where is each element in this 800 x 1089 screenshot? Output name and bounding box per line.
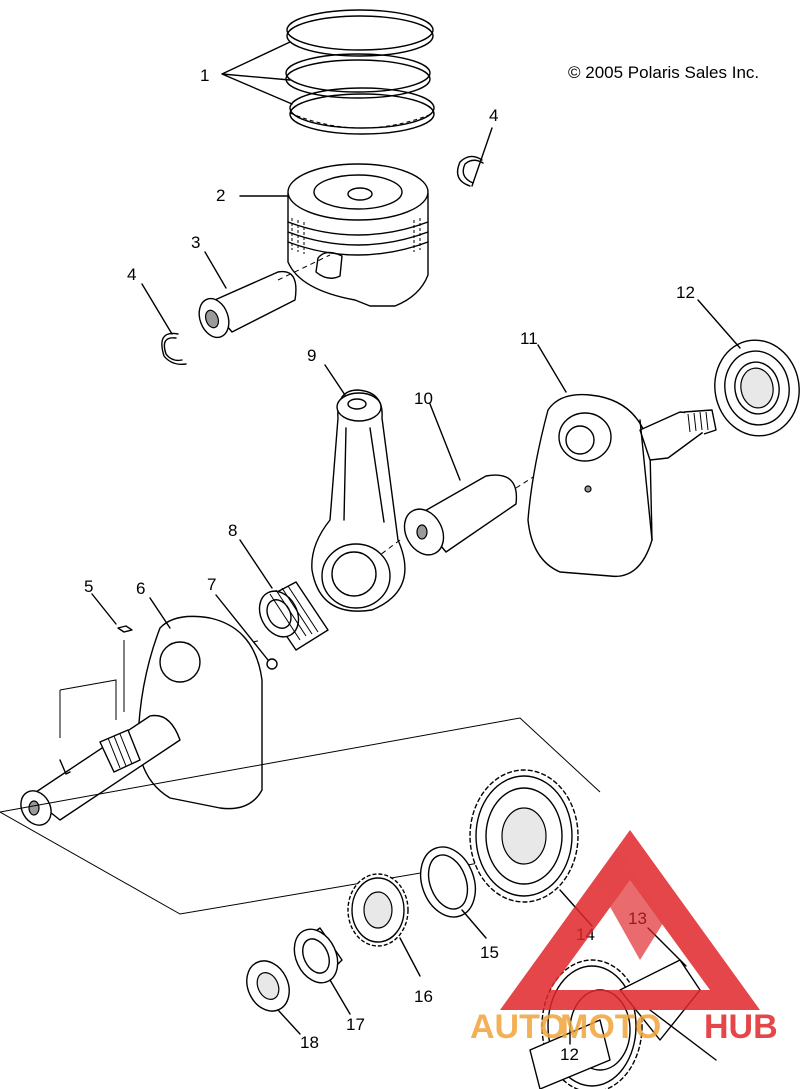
callout-4-upper: 4 (489, 106, 498, 125)
circlip-upper (456, 155, 484, 187)
slotted-collar (293, 927, 343, 984)
callout-12-upper: 12 (676, 283, 695, 302)
piston-rings (285, 9, 435, 135)
needle-bearing (258, 581, 329, 651)
callout-4-lower: 4 (127, 265, 136, 284)
circlip-lower (161, 332, 187, 366)
watermark-text-moto: MOTO (560, 1008, 661, 1046)
callout-17: 17 (346, 1015, 365, 1034)
callout-7: 7 (207, 575, 216, 594)
main-bearing (714, 339, 800, 437)
leader-5 (91, 593, 117, 625)
leader-18 (277, 1009, 301, 1035)
callout-12-lower: 12 (560, 1045, 579, 1064)
leader-8 (239, 539, 273, 589)
leader-16 (399, 937, 421, 977)
leader-3 (204, 251, 227, 289)
leader-7 (215, 594, 269, 661)
drive-gear (469, 769, 579, 903)
callout-8: 8 (228, 521, 237, 540)
ball (266, 658, 278, 670)
leader-4-lower (141, 283, 173, 335)
callout-11: 11 (520, 329, 538, 348)
thrust-washer (419, 846, 477, 918)
leader-11 (537, 344, 567, 393)
callout-9: 9 (307, 346, 316, 365)
assembly-bracket (0, 717, 601, 915)
leader-12-upper (697, 299, 741, 349)
crankshaft-half-left (20, 615, 263, 826)
crank-pin (379, 459, 561, 556)
callout-5: 5 (84, 577, 93, 596)
leader-4-upper (471, 127, 493, 187)
callout-2: 2 (216, 186, 225, 205)
connecting-rod (311, 389, 406, 612)
callout-3: 3 (191, 233, 200, 252)
crank-nut (246, 960, 290, 1012)
leader-10 (429, 403, 461, 481)
small-gear (347, 873, 409, 947)
callout-18: 18 (300, 1033, 319, 1052)
watermark-triangle (500, 830, 760, 1010)
callout-6: 6 (136, 579, 145, 598)
leader-15 (461, 909, 487, 939)
callout-1: 1 (200, 66, 209, 85)
callout-15: 15 (480, 943, 499, 962)
watermark-logo: AUTO MOTO HUB (470, 830, 778, 1046)
leader-6 (149, 597, 171, 629)
woodruff-key (117, 625, 133, 633)
leader-17 (329, 979, 351, 1015)
callout-10: 10 (414, 389, 433, 408)
watermark-text-hub: HUB (704, 1008, 778, 1046)
callout-16: 16 (414, 987, 433, 1006)
copyright-text: © 2005 Polaris Sales Inc. (568, 63, 759, 82)
piston (287, 163, 429, 307)
crankshaft-half-right (527, 393, 717, 578)
leader-1 (221, 41, 293, 105)
wrist-pin (198, 254, 331, 339)
leader-9 (324, 364, 346, 396)
watermark-mountain (595, 850, 665, 960)
watermark-text-auto: AUTO (470, 1008, 566, 1046)
